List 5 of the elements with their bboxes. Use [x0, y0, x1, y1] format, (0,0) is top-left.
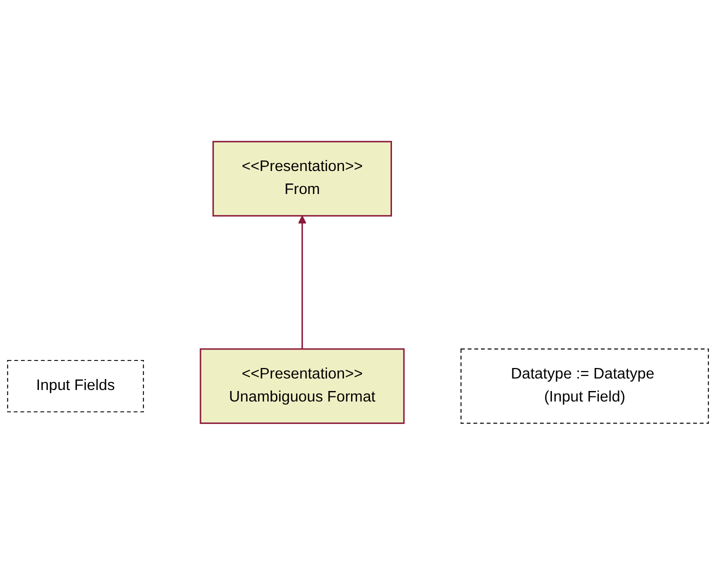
- node-box: Datatype := Datatype (Input Field): [460, 348, 709, 424]
- node-box: <<Presentation>> From: [212, 140, 392, 217]
- node-box: Input Fields: [7, 360, 144, 412]
- arrow: [298, 216, 306, 350]
- node-box: <<Presentation>> Unambiguous Format: [200, 348, 405, 424]
